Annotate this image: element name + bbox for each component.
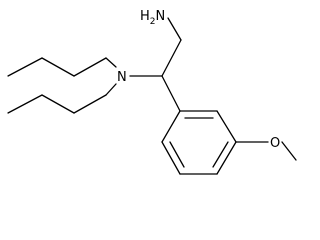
ring-bond-5 bbox=[161, 141, 181, 175]
bond-o-methyl bbox=[281, 141, 297, 161]
ring-bond-2 bbox=[216, 110, 237, 143]
ring-double-2 bbox=[212, 141, 229, 168]
amine-label: H2N bbox=[140, 9, 165, 27]
bond-center-ch2 bbox=[161, 39, 182, 77]
bond-ch2-nh2 bbox=[167, 17, 182, 41]
bond-butyl2-b bbox=[41, 94, 75, 114]
bond-butyl2-c bbox=[7, 94, 43, 114]
bond-butyl1-b bbox=[41, 57, 75, 77]
bond-butyl2-a bbox=[73, 94, 107, 114]
bond-butyl1-a bbox=[7, 57, 43, 77]
amine-subscript: 2 bbox=[150, 17, 156, 27]
bond-butyl2-n bbox=[105, 83, 117, 96]
ring-bond-6 bbox=[161, 110, 181, 143]
amine-h-text: H bbox=[140, 9, 150, 24]
structure-canvas: H2N N O bbox=[7, 9, 297, 175]
molecule-drawing: H2N N O bbox=[7, 9, 297, 175]
bond-butyl1-c bbox=[73, 57, 107, 77]
ring-double-3 bbox=[169, 141, 185, 168]
methoxy-o-label: O bbox=[270, 136, 280, 151]
ring-bond-3 bbox=[216, 141, 237, 175]
tertiary-n-label: N bbox=[117, 70, 127, 85]
bond-butyl1-n bbox=[105, 57, 117, 68]
bond-center-aryl bbox=[161, 75, 181, 112]
amine-n-text: N bbox=[156, 9, 166, 24]
svg-text:H2N: H2N bbox=[140, 9, 165, 27]
